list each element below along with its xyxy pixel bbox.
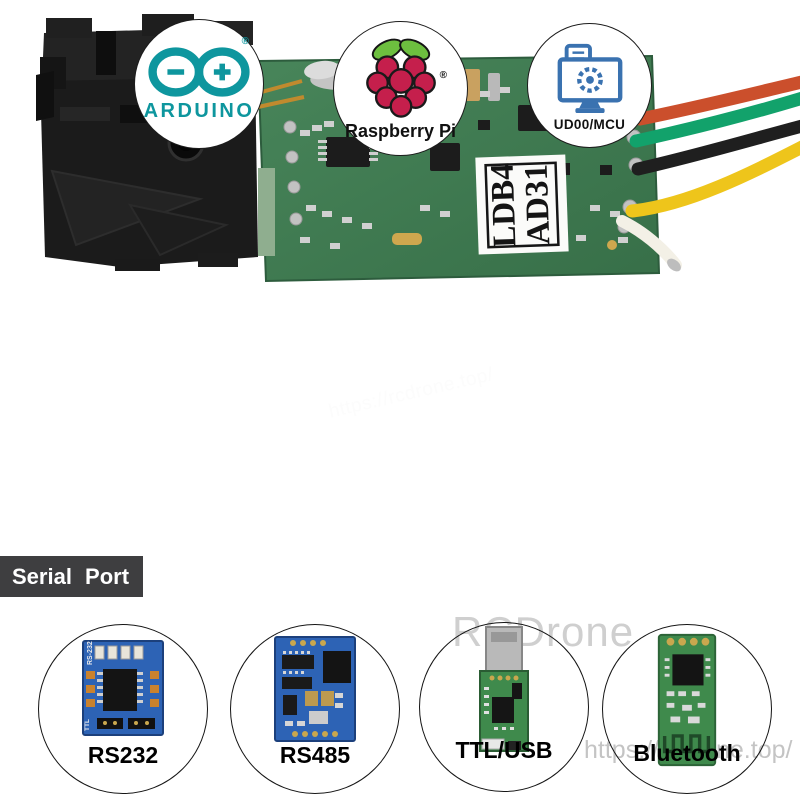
- udoo-mcu-label: UD00/MCU: [553, 116, 626, 132]
- wire-green: [629, 92, 800, 148]
- serial-option-bluetooth: Bluetooth: [602, 624, 772, 794]
- gold-pad-small: [392, 233, 422, 245]
- serial-port-banner: Serial Port: [0, 556, 143, 597]
- arduino-badge: ® ARDUINO: [134, 19, 264, 149]
- antenna-trace: [662, 734, 711, 754]
- raspberry-trademark: ®: [439, 70, 447, 81]
- watermark-brand-text: RCDrone: [318, 326, 489, 405]
- rs232-label: RS232: [87, 742, 159, 768]
- ttl-usb-label: TTL/USB: [455, 737, 553, 763]
- raspberry-pi-logo-icon: [365, 38, 436, 118]
- rs232-board-ttl-text: TTL: [84, 719, 91, 731]
- arduino-label: ARDUINO: [143, 99, 255, 122]
- udoo-mcu-badge: UD00/MCU: [527, 23, 652, 148]
- serial-port-title: Serial Port: [12, 563, 130, 589]
- serial-option-rs232: RS-232 TTL RS232: [38, 624, 208, 794]
- serial-option-rs485: RS485: [230, 624, 400, 794]
- rs232-module-image: RS-232 TTL: [82, 640, 164, 736]
- raspberry-pi-label: Raspberry Pi: [344, 120, 457, 141]
- bluetooth-module-image: [657, 633, 717, 767]
- rs485-module-image: [274, 636, 356, 742]
- wire-black: [631, 119, 800, 176]
- watermark-url-text: https://rcdrone.top/: [326, 364, 496, 423]
- watermark-center: RCDrone https://rcdrone.top/: [318, 326, 496, 423]
- arduino-logo-icon: [148, 46, 250, 97]
- bluetooth-label: Bluetooth: [633, 740, 741, 766]
- mcu-monitor-icon: [557, 43, 622, 113]
- sticker-text-line1: LDB4: [485, 163, 524, 249]
- pcb-edge-strip: [258, 168, 275, 256]
- serial-option-ttl-usb: TTL/USB: [419, 622, 589, 792]
- usb-ttl-module-image: [479, 626, 529, 752]
- rs485-label: RS485: [279, 742, 351, 768]
- raspberry-pi-badge: ® Raspberry Pi: [333, 21, 468, 156]
- wire-red: [633, 75, 800, 126]
- arduino-trademark: ®: [241, 36, 249, 47]
- model-sticker: LDB4 AD31: [475, 154, 569, 255]
- rs232-board-side-text: RS-232: [87, 641, 94, 665]
- gold-lead-wire: [257, 79, 303, 95]
- sticker-text-line2: AD31: [519, 164, 558, 246]
- gold-lead-wire: [257, 95, 305, 109]
- wire-yellow: [625, 140, 800, 218]
